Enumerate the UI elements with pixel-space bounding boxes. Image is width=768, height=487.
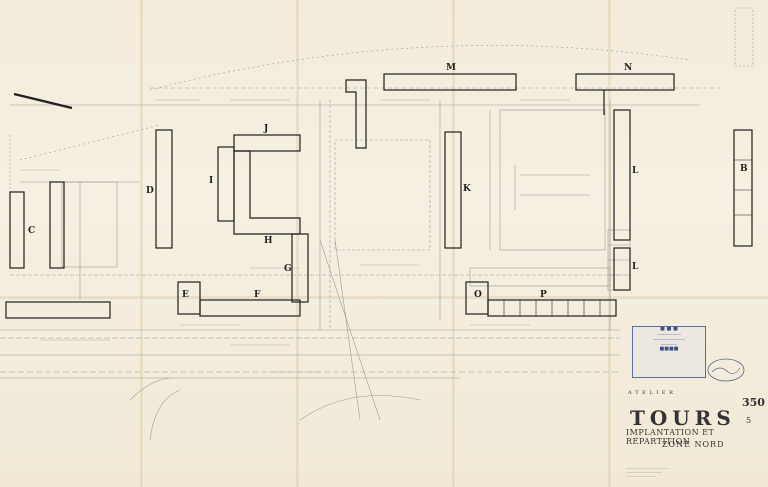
building-label: O (474, 290, 482, 300)
building-J (233, 134, 301, 152)
fold-line (296, 0, 299, 487)
sheet-number: 350 (742, 396, 765, 409)
approval-stamp: ■ ■ ■ —————— ———————— ———— ■■■■ (632, 326, 706, 378)
building-label: B (740, 164, 748, 174)
building-label: L (632, 262, 639, 272)
building-O (465, 281, 489, 315)
title-city: TOURS (630, 406, 736, 430)
fold-line (140, 0, 143, 487)
building-label: P (540, 290, 547, 300)
building-label: G (284, 264, 292, 274)
building-label: I (209, 176, 214, 186)
building-L2 (613, 247, 631, 291)
building-label: L (632, 166, 639, 176)
building-L (613, 109, 631, 241)
fold-line (608, 0, 611, 487)
title-block: A T E L I E R TOURS IMPLANTATION ET REPA… (618, 388, 765, 484)
building-H (233, 150, 301, 235)
title-footnote-lines: —————————————— ———————————— —————————— (626, 466, 668, 478)
fold-line (0, 296, 768, 299)
building-K (444, 131, 462, 249)
building-B (733, 129, 753, 247)
building-label: J (264, 124, 269, 134)
fold-line (452, 0, 455, 487)
building-label: M (446, 63, 456, 73)
title-workshop: A T E L I E R (628, 390, 674, 396)
building-M (383, 73, 517, 91)
building-E (177, 281, 201, 315)
title-zone: ZONE NORD (662, 440, 725, 449)
sheet-index: 5 (746, 416, 752, 425)
building-label: C (28, 226, 36, 236)
building-label: K (463, 184, 471, 194)
building-N (575, 73, 675, 91)
north-arrow (13, 92, 73, 110)
building-D (155, 129, 173, 249)
building-label: D (146, 186, 154, 196)
title-subtitle: IMPLANTATION ET REPARTITION (626, 428, 715, 446)
building-C (9, 191, 25, 269)
building-label: H (264, 236, 273, 246)
building-label: F (254, 290, 261, 300)
boundary-arc (149, 45, 691, 91)
building-label: N (624, 63, 633, 73)
building-label: E (182, 290, 189, 300)
